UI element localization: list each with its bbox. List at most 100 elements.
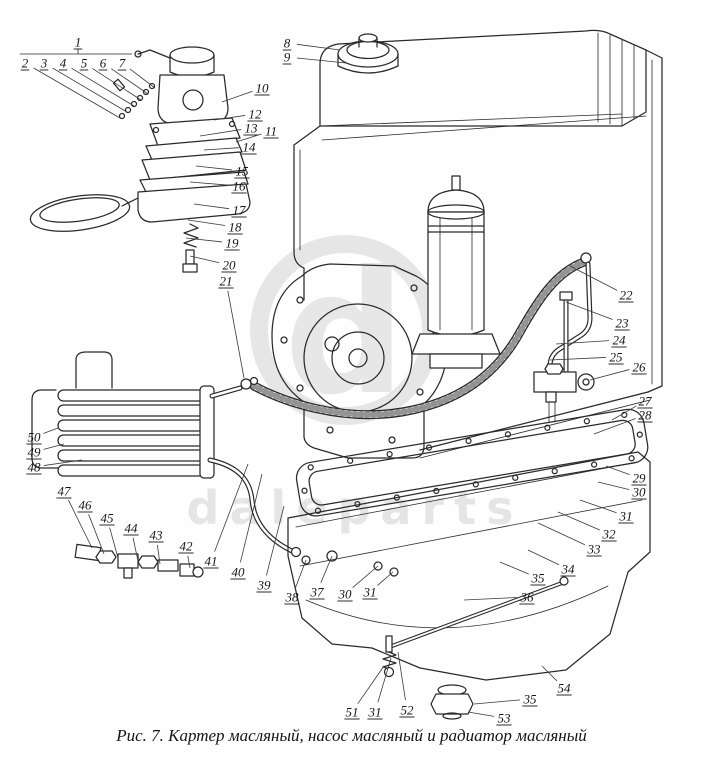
callout-52: 52 [401, 703, 415, 718]
nipple-fitting [157, 559, 179, 572]
callout-5: 5 [81, 56, 88, 71]
callout-leader-19 [185, 237, 223, 243]
pump-plate [141, 151, 247, 181]
hex-nut [137, 555, 159, 569]
hose-end-fitting [580, 252, 592, 264]
callout-leader-33 [537, 522, 586, 546]
callout-31: 31 [368, 705, 382, 720]
cooler-end-tank [199, 385, 215, 479]
callout-leader-16 [189, 181, 230, 186]
callout-leader-36 [463, 597, 518, 601]
callout-leader-22 [569, 265, 618, 291]
callout-leader-3 [52, 67, 128, 113]
oil-pan [287, 451, 651, 720]
callout-37: 37 [310, 585, 325, 600]
callout-13: 13 [245, 121, 259, 136]
callout-leader-49 [43, 443, 65, 450]
valve-cover [319, 29, 647, 141]
callout-leader-31 [377, 571, 394, 586]
callout-29: 29 [633, 471, 647, 486]
callout-10: 10 [256, 81, 270, 96]
callout-39: 39 [257, 578, 272, 593]
callout-9: 9 [284, 50, 291, 65]
callout-19: 19 [226, 236, 240, 251]
callout-54: 54 [558, 681, 572, 696]
callout-leader-54 [541, 665, 558, 682]
pump-gasket-upper [145, 137, 243, 161]
callout-33: 33 [587, 542, 602, 557]
callout-leader-26 [589, 369, 630, 381]
tube-fitting [559, 291, 573, 301]
line-art [19, 29, 663, 720]
oil-filler-cap [337, 33, 399, 74]
callout-6: 6 [100, 56, 107, 71]
callout-leader-40 [239, 473, 263, 563]
callout-47: 47 [58, 484, 72, 499]
callout-40: 40 [232, 565, 246, 580]
callout-50: 50 [28, 430, 42, 445]
callout-1: 1 [75, 35, 82, 50]
callout-43: 43 [150, 528, 164, 543]
oil-pump-assembly [29, 46, 251, 273]
pump-body [157, 74, 229, 125]
callout-3: 3 [40, 56, 48, 71]
watermark-text: daleparts [187, 481, 524, 535]
callout-16: 16 [233, 179, 247, 194]
callout-27: 27 [639, 394, 653, 409]
callout-46: 46 [79, 498, 93, 513]
callout-leader-52 [397, 651, 406, 701]
callout-group-bracket [19, 48, 133, 55]
plug-fitting [179, 563, 195, 577]
callout-51: 51 [346, 705, 359, 720]
callout-leader-2 [33, 67, 121, 119]
callout-leader-18 [187, 219, 226, 226]
callout-4: 4 [60, 56, 67, 71]
cooler-bracket-top [75, 351, 113, 389]
callout-leader-23 [565, 301, 613, 320]
callout-49: 49 [28, 445, 42, 460]
callout-41: 41 [205, 554, 218, 569]
callout-leader-47 [68, 499, 93, 549]
callout-25: 25 [610, 350, 624, 365]
callout-leader-21 [227, 290, 245, 379]
callout-48: 48 [28, 460, 42, 475]
callout-leader-30 [597, 481, 630, 491]
callout-15: 15 [236, 164, 250, 179]
pump-cover [137, 183, 251, 223]
callout-34: 34 [561, 562, 576, 577]
safety-valve [577, 373, 595, 391]
callout-leader-34 [527, 549, 560, 566]
callout-30: 30 [338, 587, 353, 602]
callout-leader-20 [189, 255, 220, 264]
callout-leader-10 [221, 90, 253, 103]
callout-38: 38 [285, 590, 300, 605]
callout-leader-35 [499, 561, 529, 575]
cooler-bracket-left [31, 389, 59, 469]
callout-leader-13 [199, 129, 242, 137]
callout-28: 28 [639, 408, 653, 423]
callout-11: 11 [265, 124, 277, 139]
callout-31: 31 [363, 585, 377, 600]
oil-cooler [31, 351, 338, 565]
callout-leader-25 [549, 357, 607, 361]
callout-45: 45 [101, 511, 115, 526]
callout-leader-46 [88, 514, 105, 555]
oil-filter [411, 175, 501, 369]
callout-42: 42 [180, 539, 194, 554]
callout-leader-11 [235, 133, 262, 143]
callout-32: 32 [602, 527, 617, 542]
callout-30: 30 [632, 485, 647, 500]
callout-20: 20 [223, 258, 237, 273]
pan-gasket [295, 408, 649, 517]
pump-flange [149, 117, 241, 147]
callout-leader-31 [377, 657, 392, 703]
callout-leader-32 [557, 511, 600, 531]
pan-bolt [389, 567, 399, 577]
callout-leader-45 [109, 527, 119, 559]
callout-leader-15 [195, 165, 233, 171]
pump-spring [183, 223, 199, 248]
callout-8: 8 [284, 36, 291, 51]
callout-2: 2 [22, 56, 29, 71]
